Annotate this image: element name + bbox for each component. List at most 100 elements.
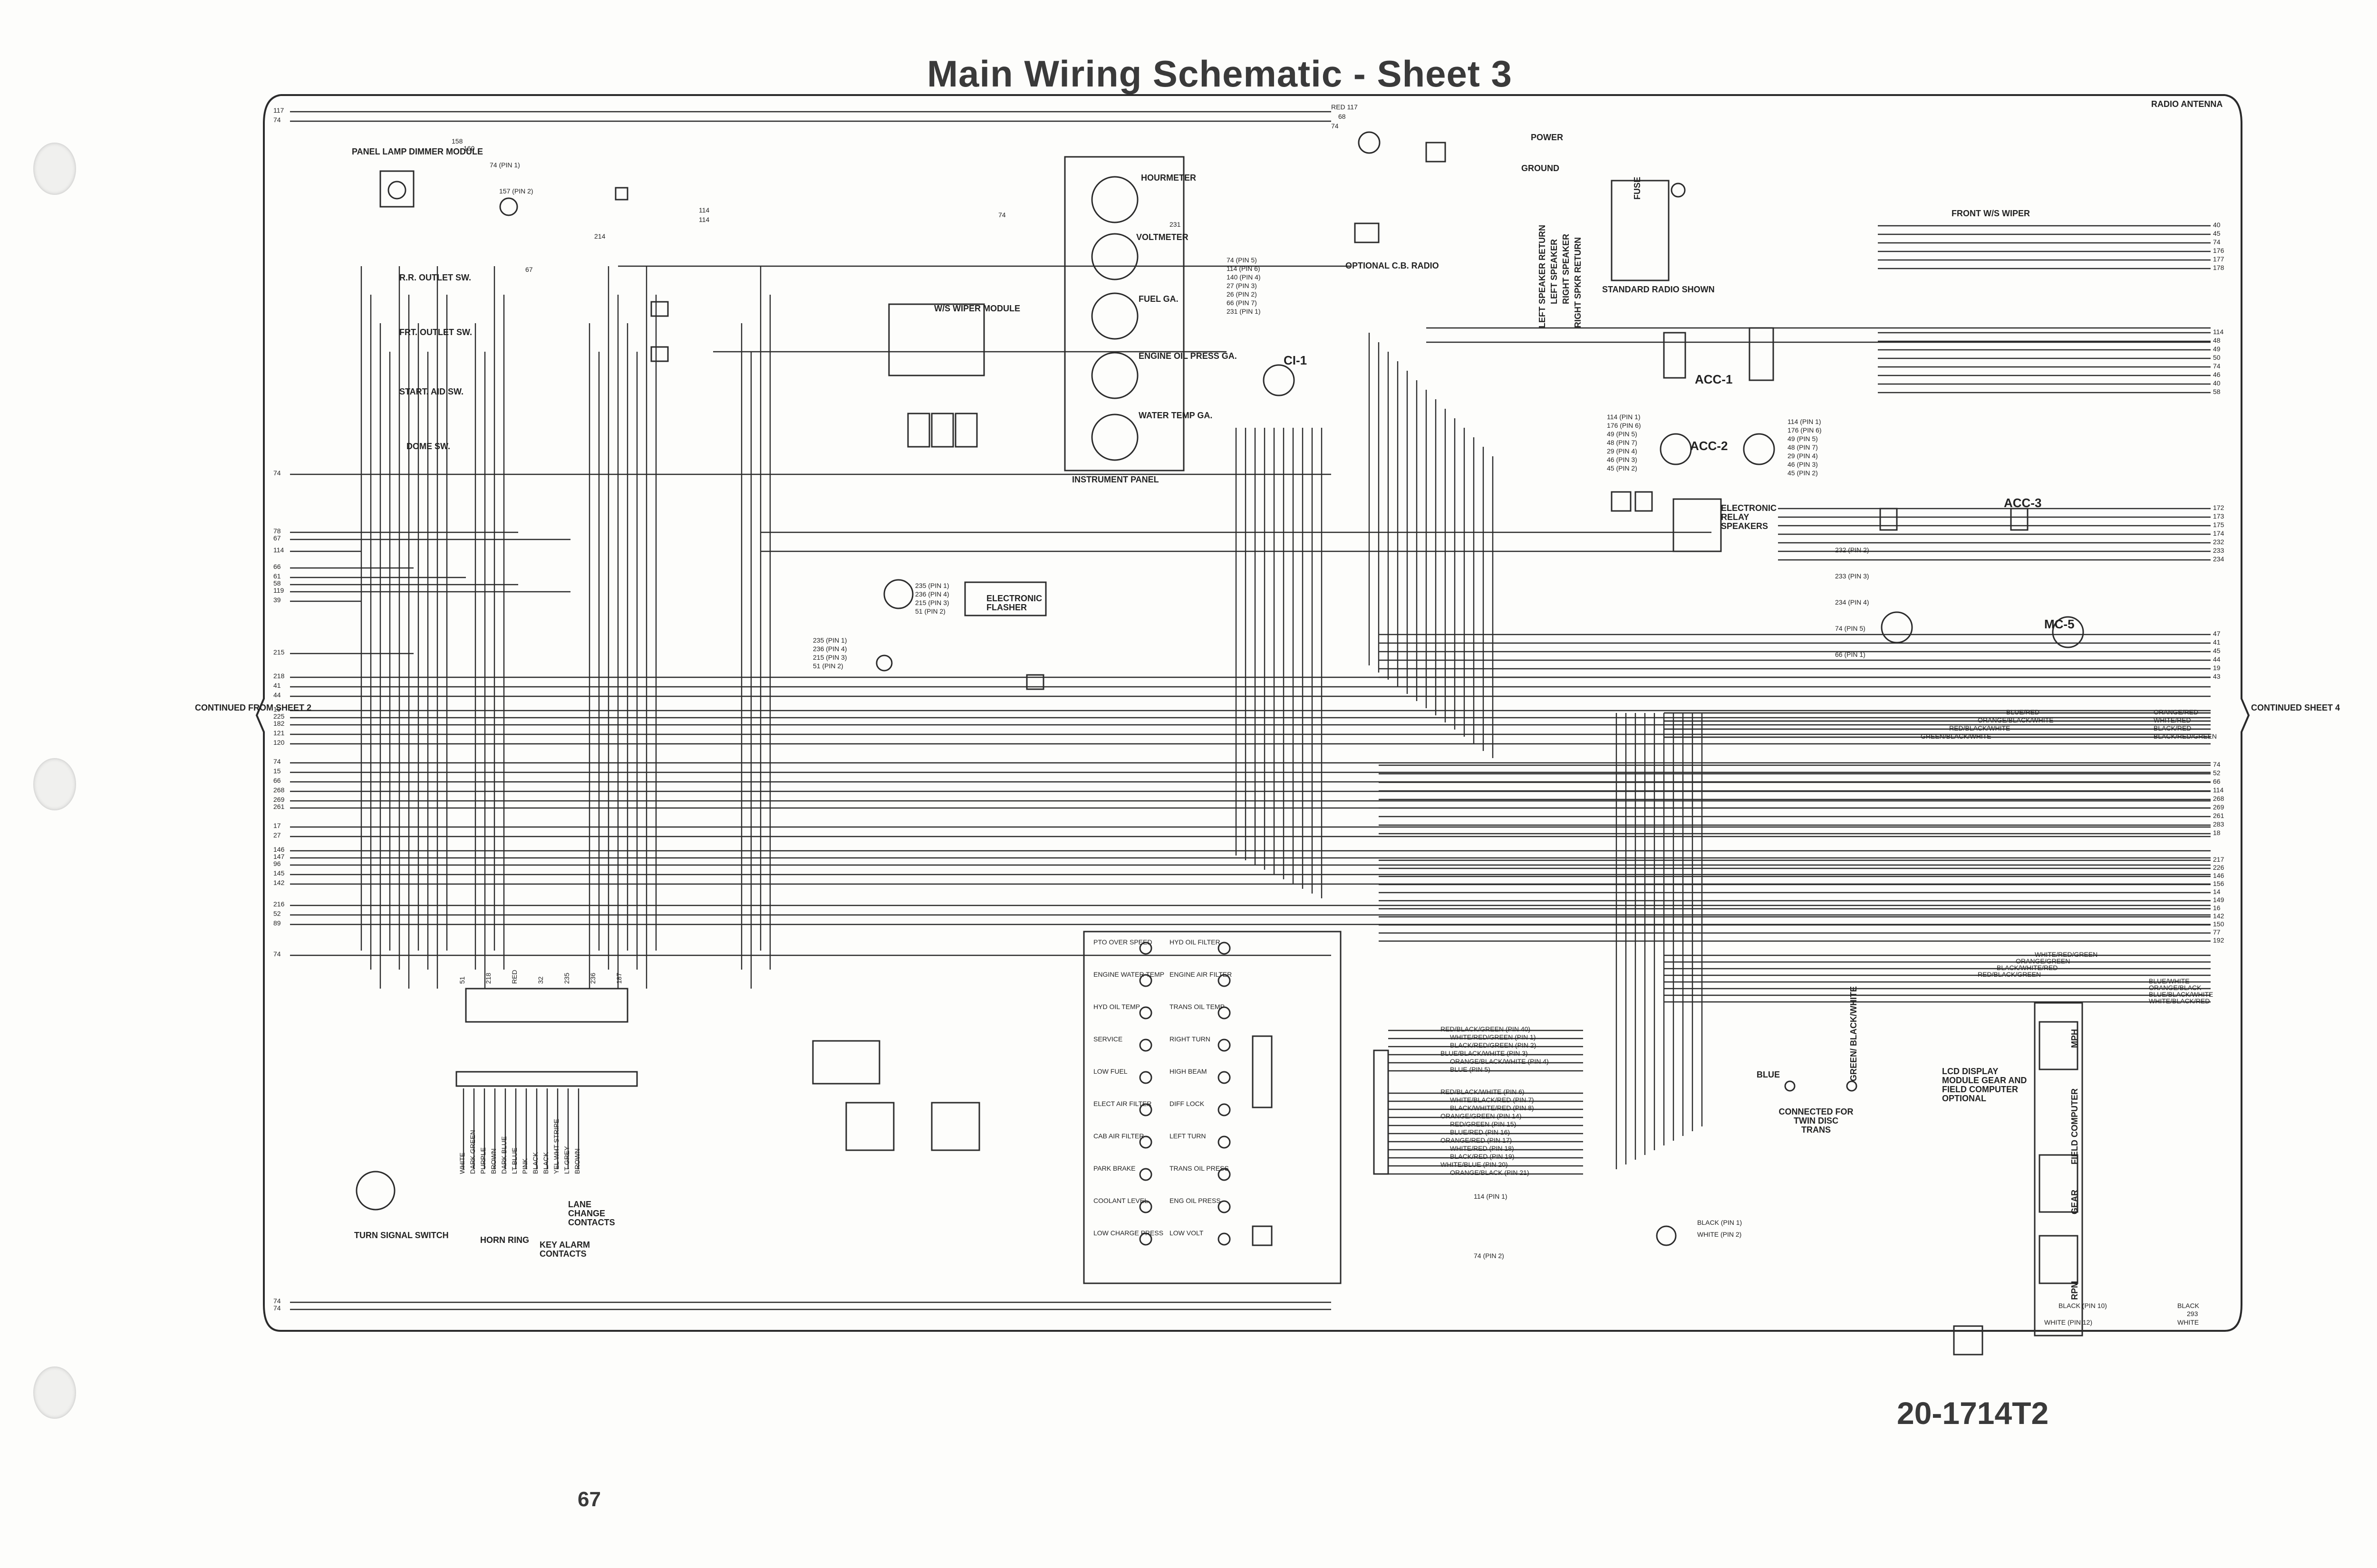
right-wire-number: 45	[2213, 647, 2221, 654]
left-wire-number: 216	[273, 900, 285, 908]
warning-light-label: LOW CHARGE PRESS	[1093, 1229, 1164, 1237]
warning-lamp	[1217, 1103, 1231, 1116]
bottom-right-label: 74 (PIN 2)	[1474, 1252, 1504, 1260]
left-wire-number: 147	[273, 853, 285, 860]
right-wire-number: 192	[2213, 936, 2224, 944]
connector	[1026, 674, 1044, 690]
bottom-connector-number: 51	[458, 976, 466, 984]
left-wire-number: 74	[273, 116, 281, 124]
relay-speakers	[1672, 498, 1722, 552]
cb-connector	[1358, 131, 1381, 154]
left-wire-number: 215	[273, 648, 285, 656]
top-wire-label: 157 (PIN 2)	[499, 187, 533, 195]
continued-to-label: CONTINUED SHEET 4	[2251, 703, 2340, 712]
wire-color-label: RED/BLACK/GREEN	[1978, 971, 2041, 978]
warning-light-label: ENGINE WATER TEMP	[1093, 971, 1165, 978]
warning-light-label: ENGINE AIR FILTER	[1169, 971, 1232, 978]
top-wire-label: 114	[699, 206, 710, 214]
left-wire-number: 17	[273, 822, 281, 829]
turn-signal-wire-label: YEL WHT STRIPE	[552, 1119, 560, 1174]
left-wire-number: 182	[273, 720, 285, 727]
lcd-display-label: LCD DISPLAY MODULE GEAR AND FIELD COMPUT…	[1942, 1067, 2027, 1103]
radio-antenna-label: RADIO ANTENNA	[2151, 99, 2223, 109]
bottom-right-label: 293	[2187, 1310, 2198, 1318]
left-wire-number: 44	[273, 691, 281, 699]
bottom-right-label: WHITE	[2177, 1318, 2199, 1326]
warning-light-label: SERVICE	[1093, 1035, 1123, 1043]
right-wire-number: 178	[2213, 264, 2224, 271]
lcd-pin-label: RED/BLACK/WHITE (PIN 6)	[1440, 1088, 1525, 1096]
warning-light-label: DIFF LOCK	[1169, 1100, 1205, 1107]
panel-lamp-label: PANEL LAMP DIMMER MODULE	[352, 147, 483, 156]
panel-connector-small	[1252, 1225, 1273, 1246]
acc2-pin-label: 114 (PIN 1)	[1607, 413, 1641, 421]
flasher-pin-label: 236 (PIN 4)	[915, 590, 949, 598]
top-wire-label: 114	[699, 216, 710, 223]
gauge-4	[1091, 414, 1139, 461]
left-wire-number: 142	[273, 879, 285, 886]
warning-light-label: HIGH BEAM	[1169, 1068, 1207, 1075]
twin-disc-connector	[1656, 1225, 1677, 1246]
flasher-pin-label: 215 (PIN 3)	[915, 599, 949, 606]
ci1-pin-label: 26 (PIN 2)	[1227, 290, 1257, 298]
page-number: 67	[578, 1488, 601, 1511]
front-ws-wiper-label: FRONT W/S WIPER	[1952, 209, 2030, 218]
bottom-connector-number: RED	[511, 970, 518, 984]
warning-lamp	[1139, 1039, 1152, 1052]
right-wire-number: 52	[2213, 769, 2221, 777]
right-wire-number: 217	[2213, 856, 2224, 863]
bottom-connector-number: 218	[484, 972, 492, 984]
fuel-ga-label: FUEL GA.	[1139, 294, 1179, 304]
flasher-label: ELECTRONIC FLASHER	[986, 594, 1042, 612]
connector	[1425, 142, 1446, 163]
warning-light-label: CAB AIR FILTER	[1093, 1132, 1144, 1140]
hourmeter-label: HOURMETER	[1141, 173, 1196, 183]
right-wire-number: 142	[2213, 912, 2224, 920]
ci1-pin-label: 74 (PIN 5)	[1227, 256, 1257, 264]
ci1-pin-label: 114 (PIN 6)	[1227, 265, 1260, 272]
turn-signal-wire-label: PURPLE	[479, 1147, 487, 1174]
rpm-label: RPM	[2070, 1281, 2079, 1300]
left-wire-number: 41	[273, 682, 281, 689]
relay	[812, 1040, 880, 1085]
lcd-connector	[1373, 1049, 1389, 1175]
wire-color-label: WHITE/BLACK/RED	[2149, 997, 2210, 1005]
right-wire-number: 173	[2213, 512, 2224, 520]
right-wire-number: 232	[2213, 538, 2224, 546]
warning-light-label: TRANS OIL PRESS	[1169, 1164, 1229, 1172]
mc5-label: MC-5	[2044, 617, 2075, 631]
relay-box	[845, 1102, 895, 1151]
acc3-label: ACC-3	[2004, 496, 2042, 510]
right-wire-number: 41	[2213, 638, 2221, 646]
lcd-pin-label: BLUE (PIN 5)	[1450, 1066, 1490, 1073]
acc3-connector	[1879, 508, 1898, 531]
right-wire-number: 77	[2213, 928, 2221, 936]
key-alarm-label: KEY ALARM CONTACTS	[540, 1240, 590, 1259]
right-wire-number: 74	[2213, 362, 2221, 370]
acc2-socket-pin-label: 45 (PIN 2)	[1788, 469, 1818, 477]
warning-light-label: TRANS OIL TEMP	[1169, 1003, 1225, 1010]
right-wire-number: 14	[2213, 888, 2221, 895]
top-wire-label: 74 (PIN 1)	[490, 161, 520, 169]
acc2-socket-pin-label: 29 (PIN 4)	[1788, 452, 1818, 460]
top-wire-label: 74	[1331, 122, 1339, 130]
page-title: Main Wiring Schematic - Sheet 3	[927, 53, 1512, 95]
turn-signal-wire-label: BROWN	[573, 1148, 581, 1174]
lcd-pin-label: ORANGE/GREEN (PIN 14)	[1440, 1112, 1522, 1120]
turn-signal-wire-label: WHITE	[458, 1152, 466, 1174]
left-wire-number: 146	[273, 846, 285, 853]
wire-color-label: BLACK/RED	[2154, 724, 2192, 732]
right-wire-number: 174	[2213, 529, 2224, 537]
turn-signal-wire-label: BLACK	[531, 1152, 539, 1174]
bottom-connector-number: 236	[589, 972, 597, 984]
standard-radio-label: STANDARD RADIO SHOWN	[1602, 285, 1715, 294]
right-wire-number: 50	[2213, 354, 2221, 361]
flasher-pin-label-2: 51 (PIN 2)	[813, 662, 843, 670]
right-wire-number: 149	[2213, 896, 2224, 904]
top-wire-label: 68	[1338, 113, 1346, 120]
bottom-right-label: WHITE (PIN 2)	[1697, 1231, 1742, 1238]
instrument-panel-label: INSTRUMENT PANEL	[1072, 475, 1159, 484]
mc5-socket	[2052, 616, 2084, 648]
warning-lamp	[1139, 974, 1152, 987]
